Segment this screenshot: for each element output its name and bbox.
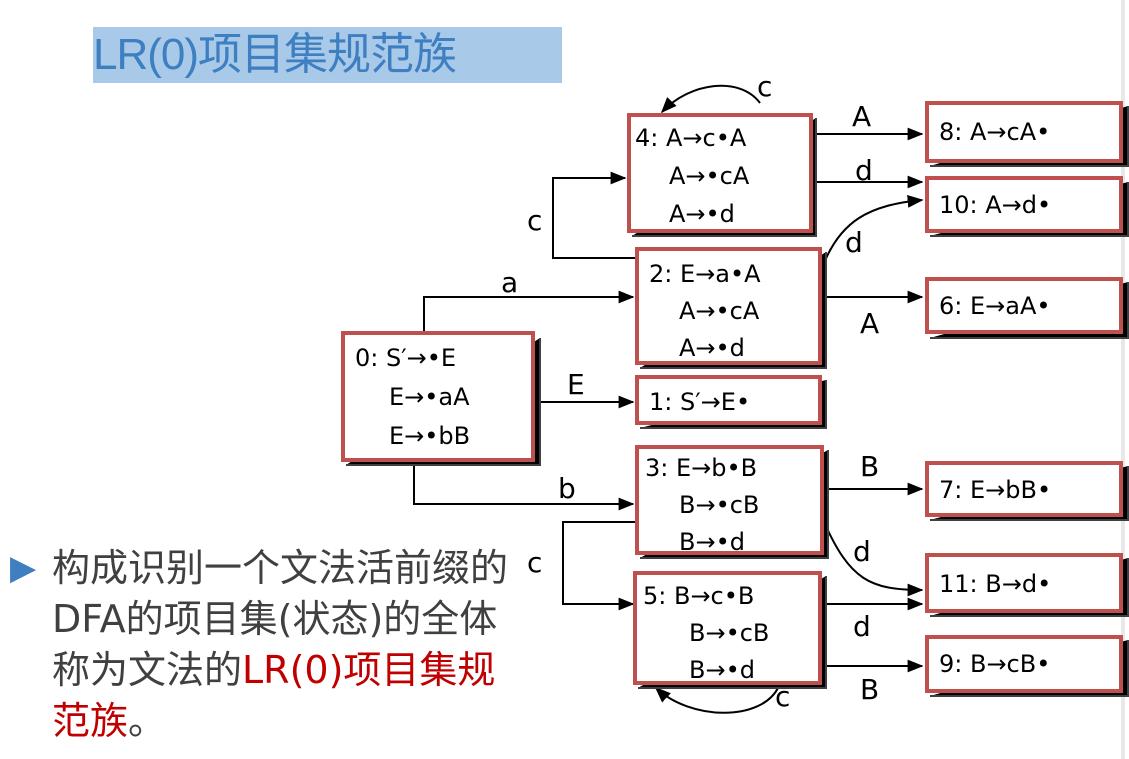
edge-4-4 <box>660 84 761 114</box>
state-line: A→•d <box>669 200 735 228</box>
edge-5-5 <box>654 686 779 714</box>
state-line: 7: E→bB• <box>939 476 1052 504</box>
edge-label-0-3: b <box>558 472 576 505</box>
edge-label-4-8: A <box>852 100 872 133</box>
state-7: 7: E→bB• <box>925 461 1123 517</box>
state-8: 8: A→cA• <box>925 101 1123 163</box>
edge-label-0-1: E <box>567 368 585 401</box>
state-line: E→•bB <box>389 422 471 450</box>
edge-label-2-10: d <box>845 226 863 259</box>
bullet-triangle-icon: ▶ <box>10 549 37 587</box>
state-line: 11: B→d• <box>939 570 1052 598</box>
edge-0-2 <box>423 290 635 332</box>
state-line: B→•cB <box>689 619 770 647</box>
state-line: 10: A→d• <box>939 191 1052 219</box>
state-3: 3: E→b•B B→•cB B→•d <box>635 445 824 556</box>
state-line: 3: E→b•B <box>645 454 758 482</box>
state-6: 6: E→aA• <box>925 277 1123 334</box>
state-line: 8: A→cA• <box>939 118 1051 146</box>
edge-label-2-6: A <box>860 307 880 340</box>
state-line: 1: S′→E• <box>649 388 751 416</box>
state-line: 4: A→c•A <box>635 124 747 152</box>
edge-label-5-5: c <box>775 680 791 713</box>
state-line: A→•d <box>679 334 745 362</box>
state-line: B→•d <box>679 528 745 556</box>
state-line: A→•cA <box>669 162 750 190</box>
state-2: 2: E→a•A A→•cA A→•d <box>635 247 822 365</box>
edge-label-4-10: d <box>855 154 873 187</box>
page-title: LR(0)项目集规范族 <box>93 27 562 83</box>
state-line: B→•cB <box>679 491 760 519</box>
state-0: 0: S′→•E E→•aA E→•bB <box>341 331 535 462</box>
edge-3-5 <box>562 521 636 611</box>
state-line: E→•aA <box>389 383 470 411</box>
definition-paragraph: 构成识别一个文法活前缀的DFA的项目集(状态)的全体称为文法的LR(0)项目集规… <box>52 543 512 747</box>
state-line: 6: E→aA• <box>939 292 1051 320</box>
edge-label-0-2: a <box>501 266 519 299</box>
edge-label-3-11: d <box>853 535 871 568</box>
slide-edge <box>1121 0 1125 759</box>
edge-label-2-4: c <box>527 204 543 237</box>
edge-3-11 <box>823 521 924 597</box>
edge-label-3-7: B <box>860 450 880 483</box>
highlight-term: LR(0)项目集规范族 <box>52 648 496 743</box>
state-line: 9: B→cB• <box>939 650 1051 678</box>
state-5: 5: B→c•B B→•cB B→•d <box>633 571 822 685</box>
definition-end: 。 <box>128 699 167 743</box>
state-9: 9: B→cB• <box>925 635 1123 693</box>
edge-0-3 <box>413 461 635 511</box>
edge-label-3-5: c <box>527 546 543 579</box>
edge-label-4-4: c <box>757 70 773 103</box>
state-4: 4: A→c•A A→•cA A→•d <box>627 113 813 233</box>
state-1: 1: S′→E• <box>635 375 822 425</box>
state-10: 10: A→d• <box>925 176 1123 233</box>
state-11: 11: B→d• <box>925 553 1123 613</box>
state-line: 0: S′→•E <box>355 344 457 372</box>
edge-2-4 <box>552 171 636 259</box>
state-line: 2: E→a•A <box>649 260 761 288</box>
state-line: A→•cA <box>679 297 760 325</box>
definition-text: 构成识别一个文法活前缀的DFA的项目集(状态)的全体称为文法的 <box>52 546 509 692</box>
state-line: 5: B→c•B <box>643 582 755 610</box>
edge-label-5-9: B <box>860 673 880 706</box>
edge-2-10 <box>821 195 924 269</box>
edge-label-5-11: d <box>853 610 871 643</box>
state-line: B→•d <box>689 656 755 684</box>
